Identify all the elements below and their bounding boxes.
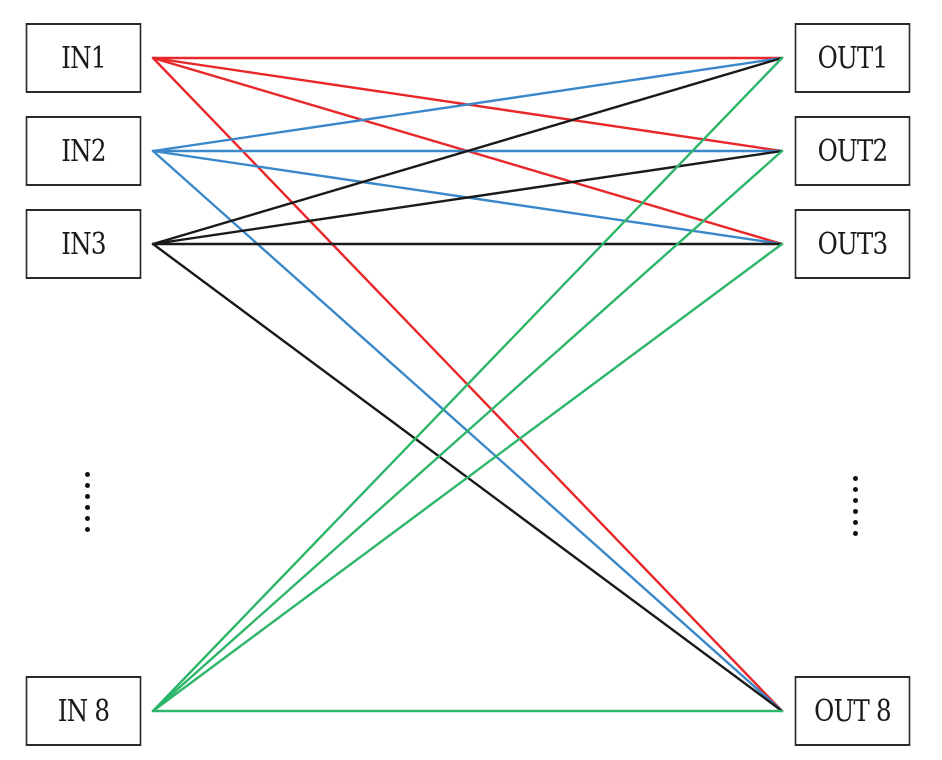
input-node-in1: IN1 bbox=[25, 23, 142, 93]
connection-in8-out3 bbox=[151, 242, 784, 713]
input-label-in8: IN 8 bbox=[57, 693, 110, 729]
output-label-out2: OUT2 bbox=[817, 133, 889, 169]
connection-in8-out2 bbox=[151, 149, 784, 713]
input-label-in1: IN1 bbox=[61, 40, 106, 76]
output-node-out1: OUT1 bbox=[794, 23, 911, 93]
output-node-out3: OUT3 bbox=[794, 209, 911, 279]
connection-in8-out1 bbox=[151, 56, 784, 713]
output-node-out2: OUT2 bbox=[794, 116, 911, 186]
output-label-out8: OUT 8 bbox=[814, 693, 891, 729]
connection-in3-out1 bbox=[151, 56, 784, 246]
input-label-in2: IN2 bbox=[61, 133, 106, 169]
connection-in2-out1 bbox=[151, 56, 784, 153]
input-node-in8: IN 8 bbox=[25, 676, 142, 746]
input-label-in3: IN3 bbox=[61, 226, 106, 262]
input-node-in2: IN2 bbox=[25, 116, 142, 186]
output-node-out8: OUT 8 bbox=[794, 676, 911, 746]
input-node-in3: IN3 bbox=[25, 209, 142, 279]
output-label-out1: OUT1 bbox=[817, 40, 889, 76]
vertical-ellipsis-left bbox=[83, 472, 91, 532]
output-label-out3: OUT3 bbox=[817, 226, 889, 262]
vertical-ellipsis-right bbox=[851, 476, 859, 536]
